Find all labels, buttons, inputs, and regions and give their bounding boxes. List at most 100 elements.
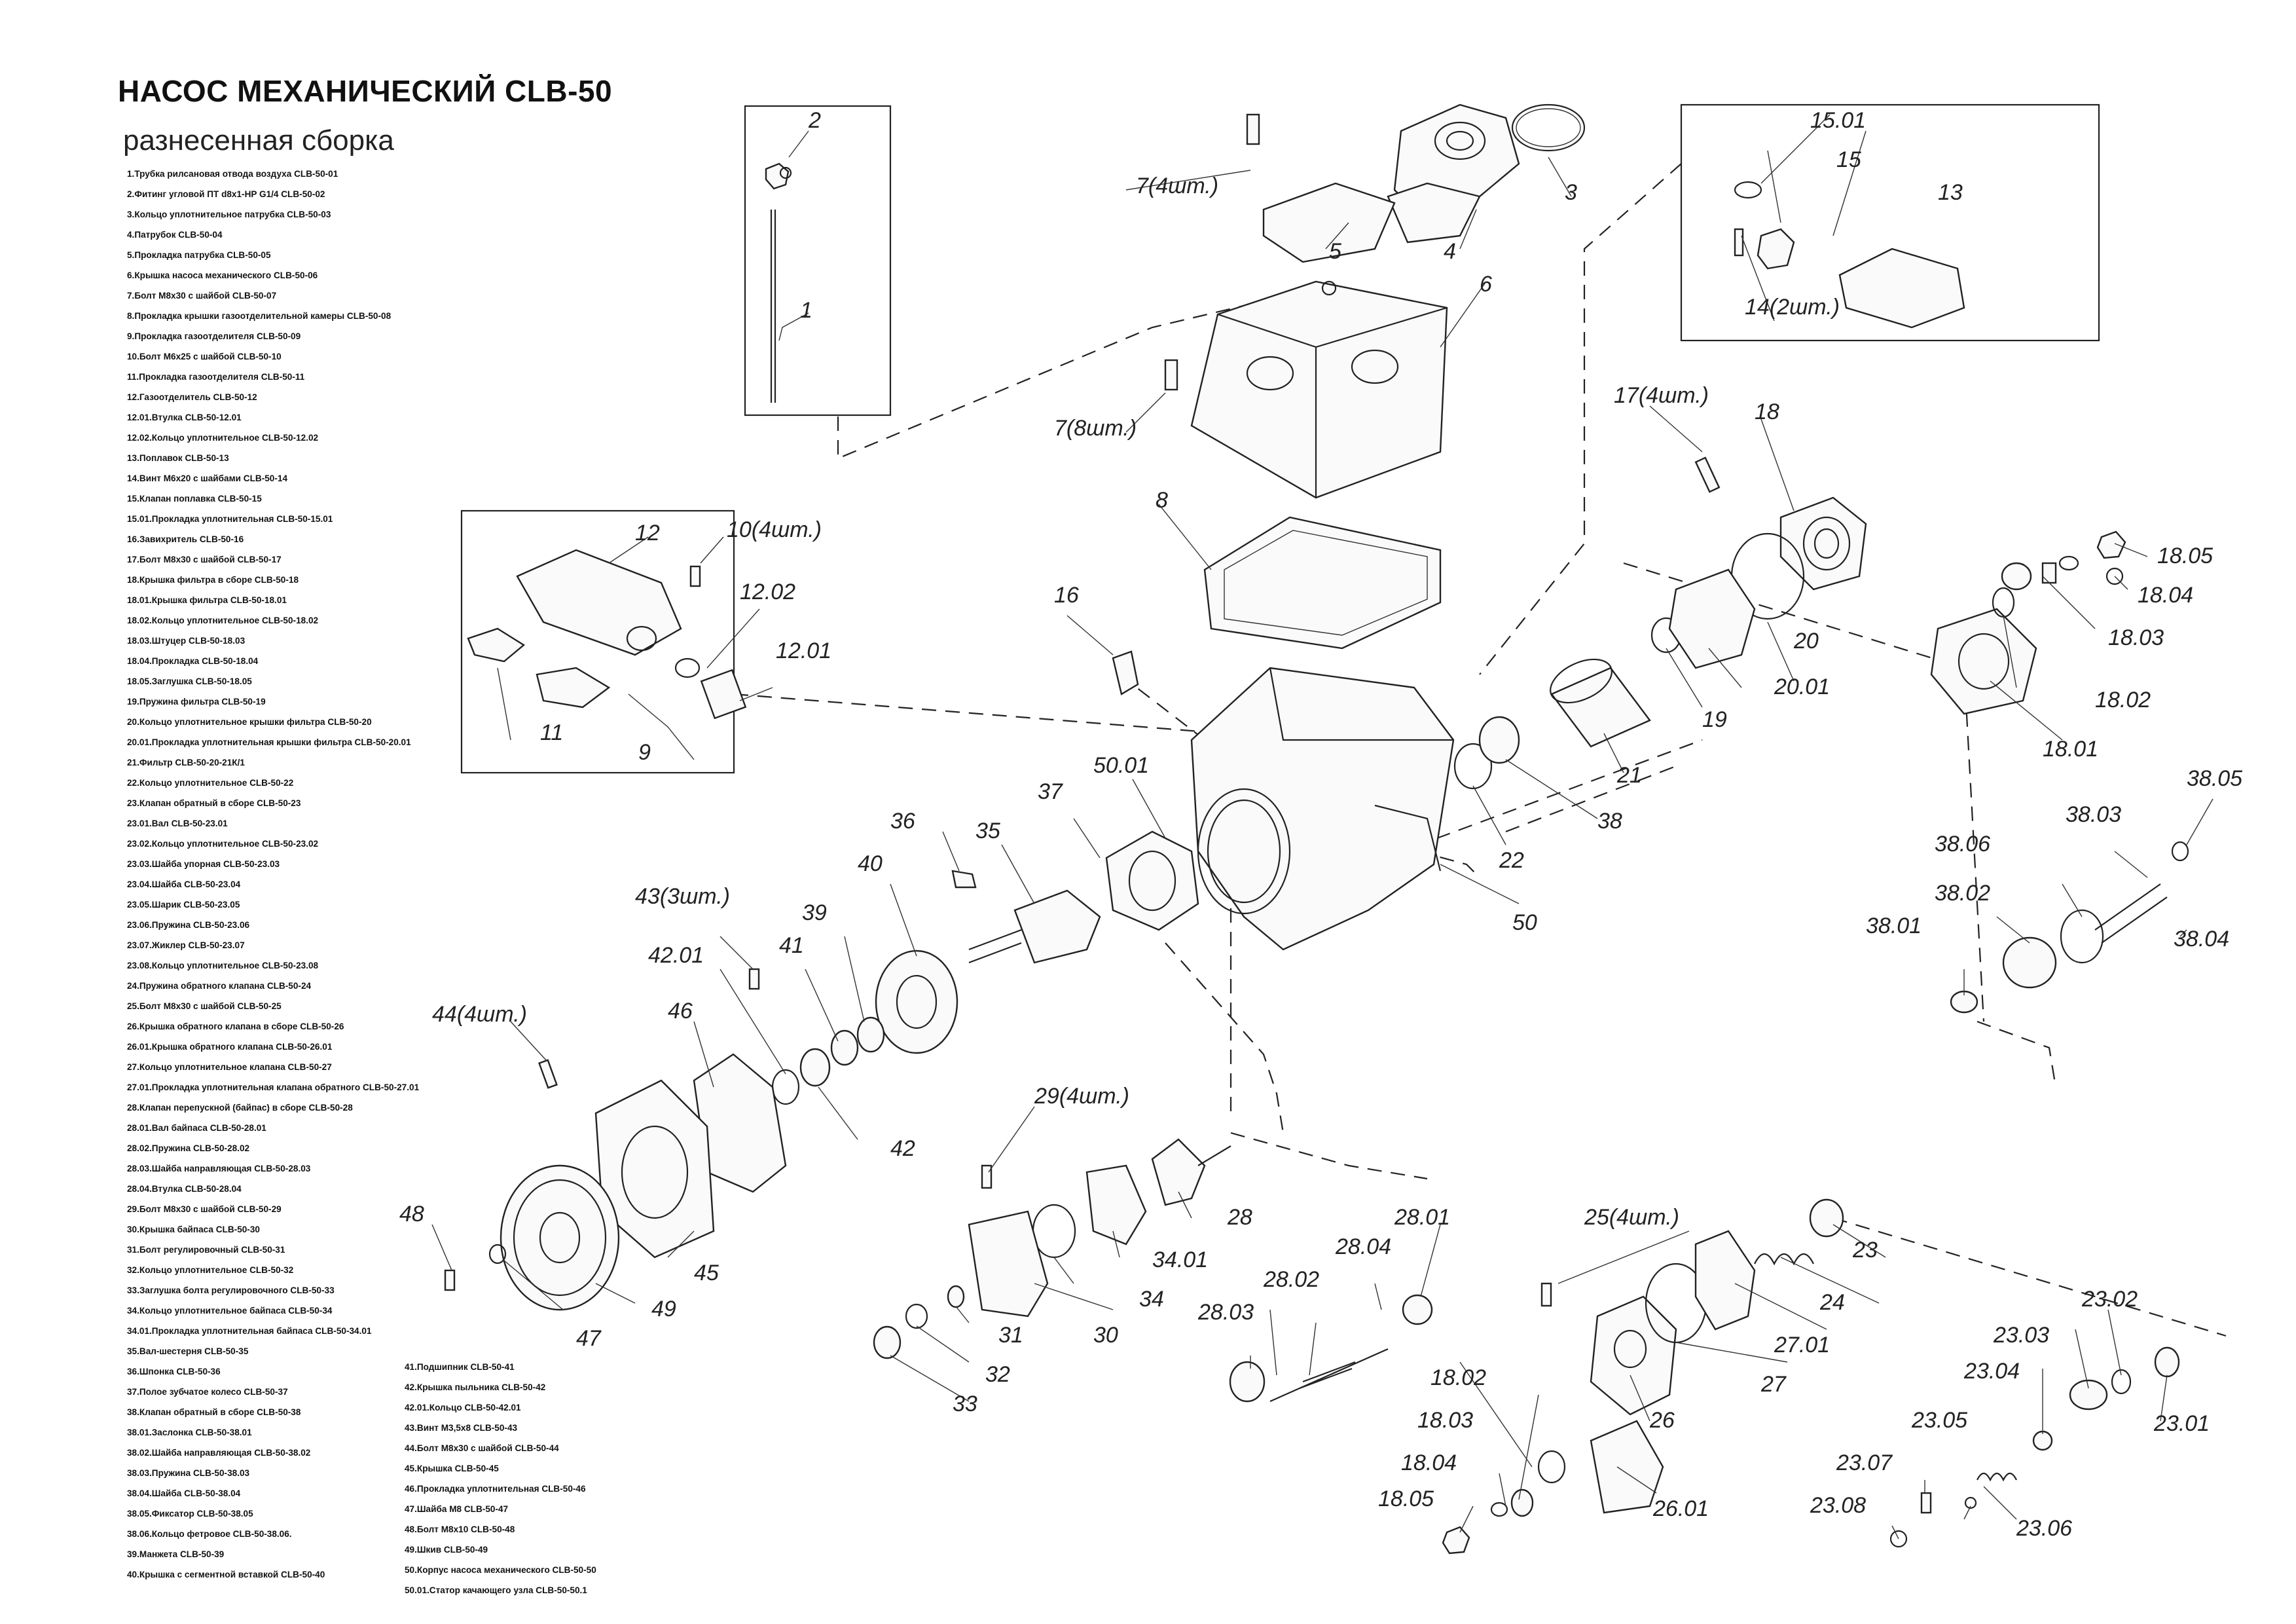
part-check-valve-23 <box>1809 1198 1844 1238</box>
callout-5: 5 <box>1329 239 1341 264</box>
callout-2301: 23.01 <box>2153 1411 2210 1436</box>
callout-2801: 28.01 <box>1394 1205 1450 1230</box>
parts-list-item: 43.Винт М3,5х8 CLB-50-43 <box>405 1423 518 1433</box>
callout-14: 14(2шт.) <box>1745 295 1840 320</box>
part-gear-shaft-35 <box>968 889 1101 964</box>
parts-list-item: 21.Фильтр CLB-50-20-21К/1 <box>127 758 245 767</box>
parts-list-item: 45.Крышка CLB-50-45 <box>405 1464 499 1473</box>
callout-1805: 18.05 <box>2157 544 2213 568</box>
callout-2001: 20.01 <box>1774 674 1830 699</box>
parts-list-item: 11.Прокладка газоотделителя CLB-50-11 <box>127 372 305 382</box>
part-filter-cover-detail-18x <box>1442 1450 1566 1555</box>
parts-list-item: 34.01.Прокладка уплотнительная байпаса C… <box>127 1326 372 1336</box>
callout-12: 12 <box>635 521 660 545</box>
callout-3805: 38.05 <box>2187 766 2242 791</box>
callout-28: 28 <box>1227 1205 1252 1230</box>
part-filter-cover-18 <box>1779 496 1867 591</box>
part-key-36 <box>951 870 977 889</box>
parts-list-item: 14.Винт М6х20 с шайбами CLB-50-14 <box>127 473 288 483</box>
part-check-valve-cover-26 <box>1590 1295 1677 1416</box>
part-float-13 <box>1734 181 1965 329</box>
callout-3804: 38.04 <box>2174 927 2229 951</box>
part-spring-24 <box>1754 1253 1814 1266</box>
parts-list-item: 23.06.Пружина CLB-50-23.06 <box>127 920 250 930</box>
part-plug-33 <box>873 1325 902 1359</box>
parts-list-item: 39.Манжета CLB-50-39 <box>127 1549 225 1559</box>
part-gasket-2001 <box>1668 568 1756 669</box>
parts-list-left: 1.Трубка рилсановая отвода воздуха CLB-5… <box>127 164 419 1585</box>
callout-19: 19 <box>1702 707 1727 732</box>
callout-7b: 7(8шт.) <box>1054 416 1137 441</box>
part-check-valve-38 <box>1478 716 1520 764</box>
part-pulley-49 <box>500 1164 620 1311</box>
parts-list-item: 23.04.Шайба CLB-50-23.04 <box>127 879 241 889</box>
parts-list-item: 15.01.Прокладка уплотнительная CLB-50-15… <box>127 514 333 524</box>
callout-2308: 23.08 <box>1810 1493 1866 1518</box>
parts-list-item: 28.02.Пружина CLB-50-28.02 <box>127 1143 250 1153</box>
part-valve-detail-38 <box>1950 841 2189 1014</box>
parts-list-item: 13.Поплавок CLB-50-13 <box>127 453 229 463</box>
parts-list-item: 20.01.Прокладка уплотнительная крышки фи… <box>127 737 411 747</box>
parts-list-item: 27.Кольцо уплотнительное клапана CLB-50-… <box>127 1062 332 1072</box>
callout-32: 32 <box>985 1362 1010 1387</box>
parts-list-item: 23.05.Шарик CLB-50-23.05 <box>127 900 240 910</box>
parts-list-item: 28.03.Шайба направляющая CLB-50-28.03 <box>127 1164 311 1173</box>
callout-50: 50 <box>1512 910 1537 935</box>
parts-list-item: 15.Клапан поплавка CLB-50-15 <box>127 494 262 504</box>
part-filter-cover-1801 <box>1930 608 2037 715</box>
inset-frame-separator <box>460 509 735 774</box>
callout-2802: 28.02 <box>1263 1267 1319 1292</box>
parts-list-item: 7.Болт М8х30 с шайбой CLB-50-07 <box>127 291 277 301</box>
part-gas-separator-12 <box>467 549 747 720</box>
parts-list-item: 26.01.Крышка обратного клапана CLB-50-26… <box>127 1042 333 1052</box>
part-pump-body-50 <box>1190 667 1455 951</box>
part-bolt-25 <box>1540 1282 1552 1307</box>
part-bypass-cover-30 <box>968 1210 1049 1318</box>
callout-5001: 50.01 <box>1093 753 1149 778</box>
callout-10: 10(4шт.) <box>727 517 822 542</box>
parts-list-item: 23.08.Кольцо уплотнительное CLB-50-23.08 <box>127 961 319 970</box>
callout-44: 44(4шт.) <box>432 1002 527 1027</box>
parts-list-item: 2.Фитинг угловой ПТ d8x1-HP G1/4 CLB-50-… <box>127 189 325 199</box>
callout-3803: 38.03 <box>2066 802 2121 827</box>
callout-2305: 23.05 <box>1911 1408 1967 1433</box>
callout-1201: 12.01 <box>776 638 831 663</box>
part-breather-tube <box>765 162 792 403</box>
part-gasket-8 <box>1203 516 1442 650</box>
callout-22: 22 <box>1499 848 1524 873</box>
parts-list-item: 44.Болт М8х30 с шайбой CLB-50-44 <box>405 1443 559 1453</box>
parts-list-item: 34.Кольцо уплотнительное байпаса CLB-50-… <box>127 1306 333 1316</box>
callout-34: 34 <box>1139 1287 1164 1312</box>
parts-list-item: 4.Патрубок CLB-50-04 <box>127 230 223 240</box>
callout-2701: 27.01 <box>1774 1333 1830 1357</box>
part-bolt-44 <box>538 1059 558 1089</box>
part-check-valve-cover-2601 <box>1590 1420 1664 1514</box>
part-ring-22 <box>1453 743 1493 790</box>
callout-2302: 23.02 <box>2081 1287 2138 1312</box>
part-cover-40 <box>875 950 958 1054</box>
part-bypass-detail-28x <box>1229 1294 1433 1403</box>
callout-43: 43(3шт.) <box>635 884 730 909</box>
parts-list-item: 10.Болт М6х25 с шайбой CLB-50-10 <box>127 352 282 361</box>
callout-4201: 42.01 <box>648 943 704 968</box>
callout-2307: 23.07 <box>1836 1450 1893 1475</box>
parts-list-item: 23.07.Жиклер CLB-50-23.07 <box>127 940 245 950</box>
part-filter-21 <box>1550 658 1651 748</box>
callout-7a: 7(4шт.) <box>1136 174 1218 198</box>
callout-2304: 23.04 <box>1963 1359 2020 1384</box>
parts-list-item: 28.01.Вал байпаса CLB-50-28.01 <box>127 1123 266 1133</box>
part-nozzle-4 <box>1387 103 1520 244</box>
parts-list-item: 38.Клапан обратный в сборе CLB-50-38 <box>127 1407 301 1417</box>
callout-2803: 28.03 <box>1197 1300 1254 1325</box>
callout-11: 11 <box>540 720 563 745</box>
callout-20: 20 <box>1793 629 1819 654</box>
callout-13: 13 <box>1938 180 1963 205</box>
callout-27: 27 <box>1760 1372 1787 1397</box>
part-cover-6 <box>1190 280 1448 499</box>
callout-3401: 34.01 <box>1152 1247 1208 1272</box>
callout-42: 42 <box>890 1136 915 1161</box>
parts-list-item: 18.05.Заглушка CLB-50-18.05 <box>127 676 252 686</box>
part-ring-4201 <box>771 1069 800 1105</box>
parts-list-item: 18.04.Прокладка CLB-50-18.04 <box>127 656 259 666</box>
